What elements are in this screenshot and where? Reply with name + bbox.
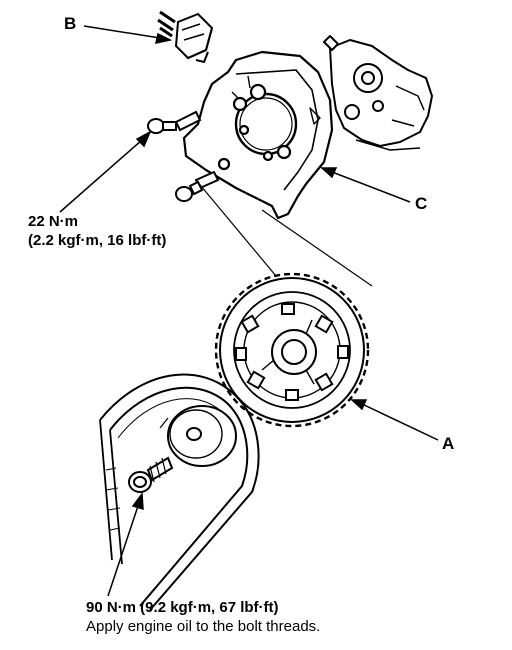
callout-b-leader [83, 25, 173, 44]
callout-c-leader [320, 167, 411, 203]
engine-block-housing [323, 35, 433, 151]
upper-cover-bolt [147, 110, 202, 134]
part-b-sensor [157, 10, 214, 64]
callout-b-label: B [64, 14, 77, 33]
lower-bolt-note: Apply engine oil to the bolt threads. [86, 618, 321, 635]
upper-bolt-torque: 22 N·m [28, 213, 79, 230]
callout-a-leader [350, 399, 439, 441]
part-c-back-cover [182, 50, 334, 220]
crankshaft-bolt [128, 456, 174, 493]
upper-torque-leader [59, 130, 152, 213]
lower-bolt-torque: 90 N·m (9.2 kgf·m, 67 lbf·ft) [86, 599, 279, 616]
lower-torque-leader [107, 491, 144, 597]
callout-a-label: A [442, 434, 455, 453]
callout-c-label: C [415, 194, 428, 213]
part-a-sprocket [214, 272, 370, 428]
lower-cover-bolt [175, 170, 220, 202]
idler-pulley [159, 405, 237, 467]
upper-bolt-torque-alt: (2.2 kgf·m, 16 lbf·ft) [28, 232, 167, 249]
timing-belt [99, 373, 260, 611]
